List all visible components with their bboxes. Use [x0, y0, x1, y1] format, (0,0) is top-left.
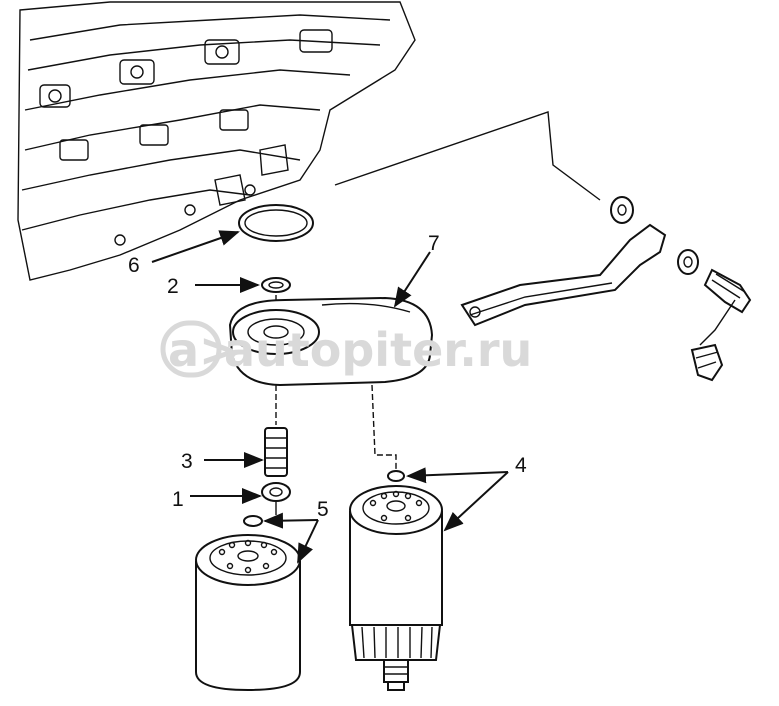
watermark: a> autopiter.ru: [160, 320, 532, 378]
threaded-nipple: [264, 427, 288, 477]
mounting-bracket: [460, 196, 752, 382]
callout-4: 4: [515, 454, 527, 477]
callout-5: 5: [317, 498, 329, 521]
callout-7: 7: [428, 232, 440, 255]
fuel-filter-right: [349, 485, 443, 691]
o-ring-large: [238, 204, 314, 242]
filter-head: [228, 296, 434, 387]
nut-seal: [261, 482, 291, 502]
filter-seal-right: [387, 470, 405, 482]
callout-3: 3: [181, 450, 193, 473]
small-seal: [261, 277, 291, 293]
watermark-logo: a>: [168, 323, 238, 377]
engine-block: [17, 1, 416, 281]
callout-arrows: [151, 230, 509, 564]
filter-seal-left: [243, 515, 263, 527]
bracket-leader-line: [334, 111, 601, 201]
fuel-filter-left: [195, 534, 301, 692]
callout-2: 2: [167, 275, 179, 298]
callout-6: 6: [128, 254, 140, 277]
watermark-text: autopiter.ru: [224, 323, 532, 377]
callout-1: 1: [172, 488, 184, 511]
